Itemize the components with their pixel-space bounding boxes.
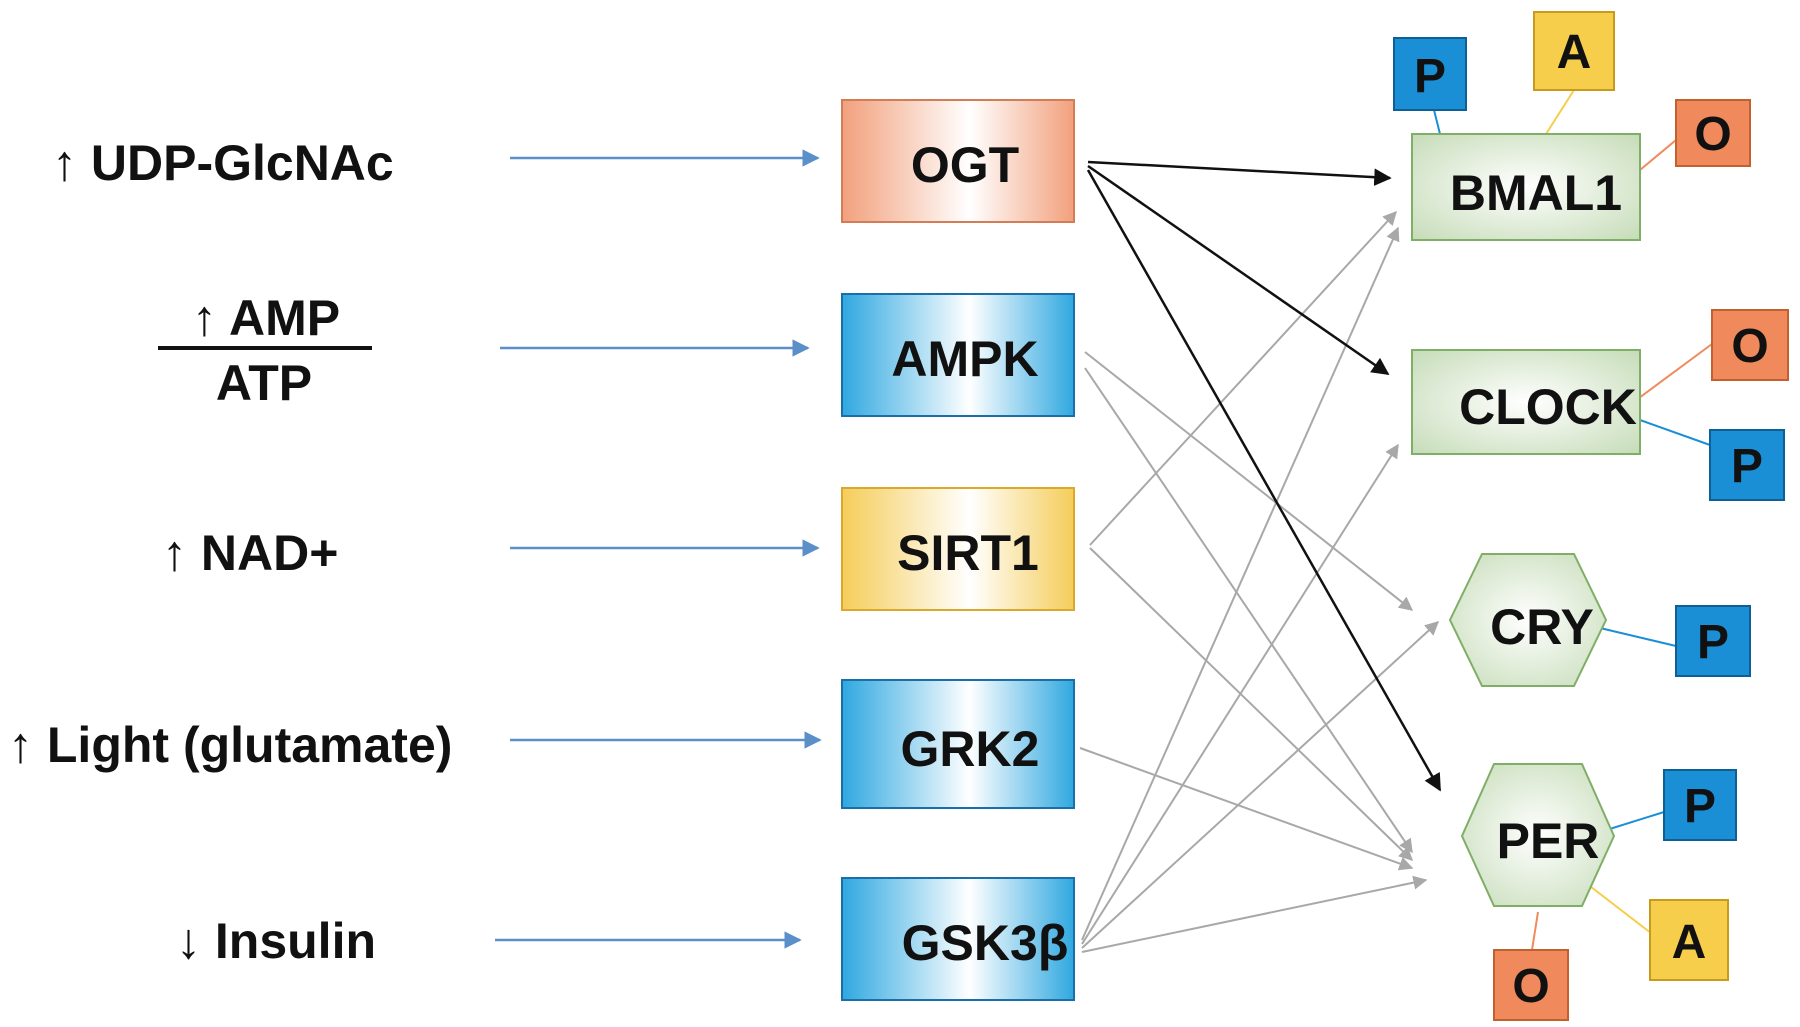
enzyme-sirt1-label: SIRT1	[897, 525, 1039, 581]
enzyme-ampk-box	[841, 293, 1075, 417]
arrow-ogt-to-bmal1	[1087, 160, 1392, 186]
tag-bmal1-o: O	[1675, 99, 1751, 167]
protein-bmal1-box	[1411, 133, 1641, 241]
input-light-glutamate: ↑ Light (glutamate)	[8, 717, 452, 773]
input-udp-glcnac: ↑ UDP-GlcNAc	[52, 135, 394, 191]
arrow-gsk3b-to-bmal1	[1081, 226, 1400, 941]
protein-cry-label: CRY	[1490, 599, 1594, 655]
tag-bmal1-a-label: A	[1557, 26, 1592, 79]
modification-tags: P A O O P P P A	[1393, 11, 1789, 1021]
protein-clock-label: CLOCK	[1459, 379, 1637, 435]
protein-per-hexagon	[1460, 763, 1616, 907]
protein-bmal1-label: BMAL1	[1450, 165, 1622, 221]
enzyme-gsk3b: GSK3β	[841, 877, 1075, 1001]
tag-clock-p-label: P	[1731, 440, 1763, 493]
tag-cry-p-box	[1675, 605, 1751, 677]
enzyme-gsk3b-box	[841, 877, 1075, 1001]
tag-per-o-box	[1493, 949, 1569, 1021]
arrow-grk2-to-per	[1079, 747, 1414, 871]
protein-per: PER	[1460, 763, 1616, 907]
tag-per-o-label: O	[1512, 960, 1549, 1013]
tag-bmal1-o-box	[1675, 99, 1751, 167]
protein-clock: CLOCK	[1411, 349, 1641, 455]
tag-cry-p: P	[1675, 605, 1751, 677]
black-arrows	[1086, 160, 1442, 792]
enzyme-grk2: GRK2	[841, 679, 1075, 809]
enzyme-sirt1: SIRT1	[841, 487, 1075, 611]
tag-bmal1-p-box	[1393, 37, 1467, 111]
tag-clock-o: O	[1711, 309, 1789, 381]
tag-clock-o-box	[1711, 309, 1789, 381]
tag-per-o: O	[1493, 949, 1569, 1021]
gray-arrows	[1079, 210, 1440, 953]
protein-per-label: PER	[1497, 813, 1600, 869]
tag-clock-o-label: O	[1731, 320, 1768, 373]
protein-cry: CRY	[1448, 553, 1608, 687]
enzyme-sirt1-box	[841, 487, 1075, 611]
tag-per-p-box	[1663, 769, 1737, 841]
arrow-gsk3b-to-cry	[1081, 621, 1440, 949]
tag-clock-p: P	[1709, 429, 1785, 501]
tag-per-a-label: A	[1672, 916, 1707, 969]
input-labels: ↑ UDP-GlcNAc ↑ AMP ATP ↑ NAD+ ↑ Light (g…	[8, 135, 452, 969]
tag-per-p-label: P	[1684, 780, 1716, 833]
tether-clock-p	[1639, 419, 1711, 446]
enzyme-ogt-label: OGT	[911, 137, 1019, 193]
input-amp-numerator: ↑ AMP	[192, 290, 340, 346]
tether-per-a	[1581, 879, 1661, 941]
arrow-sirt1-to-bmal1	[1089, 210, 1397, 546]
input-atp-denominator: ATP	[216, 355, 312, 411]
tether-per-o	[1531, 911, 1539, 951]
input-nad: ↑ NAD+	[162, 525, 338, 581]
input-insulin: ↓ Insulin	[176, 913, 376, 969]
enzyme-gsk3b-label: GSK3β	[902, 915, 1069, 971]
arrow-gsk3b-to-per	[1081, 875, 1428, 953]
protein-bmal1: BMAL1	[1411, 133, 1641, 241]
tag-cry-p-label: P	[1697, 616, 1729, 669]
tag-per-p: P	[1663, 769, 1737, 841]
tag-per-a-box	[1649, 899, 1729, 981]
tag-bmal1-a: A	[1533, 11, 1615, 91]
enzyme-ogt-box	[841, 99, 1075, 223]
arrow-ampk-to-cry	[1084, 351, 1414, 611]
enzyme-grk2-box	[841, 679, 1075, 809]
tether-bmal1-a	[1545, 89, 1575, 135]
enzyme-ampk: AMPK	[841, 293, 1075, 417]
tag-bmal1-a-box	[1533, 11, 1615, 91]
arrow-ogt-to-per	[1086, 169, 1442, 792]
arrow-ampk-to-per	[1084, 367, 1413, 854]
tag-per-a: A	[1649, 899, 1729, 981]
tag-clock-p-box	[1709, 429, 1785, 501]
enzyme-ogt: OGT	[841, 99, 1075, 223]
enzyme-ampk-label: AMPK	[891, 331, 1038, 387]
tag-bmal1-o-label: O	[1694, 108, 1731, 161]
tether-bmal1-p	[1433, 109, 1441, 135]
arrow-sirt1-to-per	[1089, 547, 1414, 861]
arrow-gsk3b-to-clock	[1081, 443, 1399, 945]
protein-clock-box	[1411, 349, 1641, 455]
tag-bmal1-p: P	[1393, 37, 1467, 111]
tag-bmal1-p-label: P	[1414, 50, 1446, 103]
protein-cry-hexagon	[1448, 553, 1608, 687]
tether-cry-p	[1599, 627, 1677, 647]
input-arrows	[495, 149, 822, 949]
arrow-ogt-to-clock	[1087, 164, 1390, 376]
tether-bmal1-o	[1639, 139, 1677, 171]
enzyme-grk2-label: GRK2	[901, 721, 1040, 777]
